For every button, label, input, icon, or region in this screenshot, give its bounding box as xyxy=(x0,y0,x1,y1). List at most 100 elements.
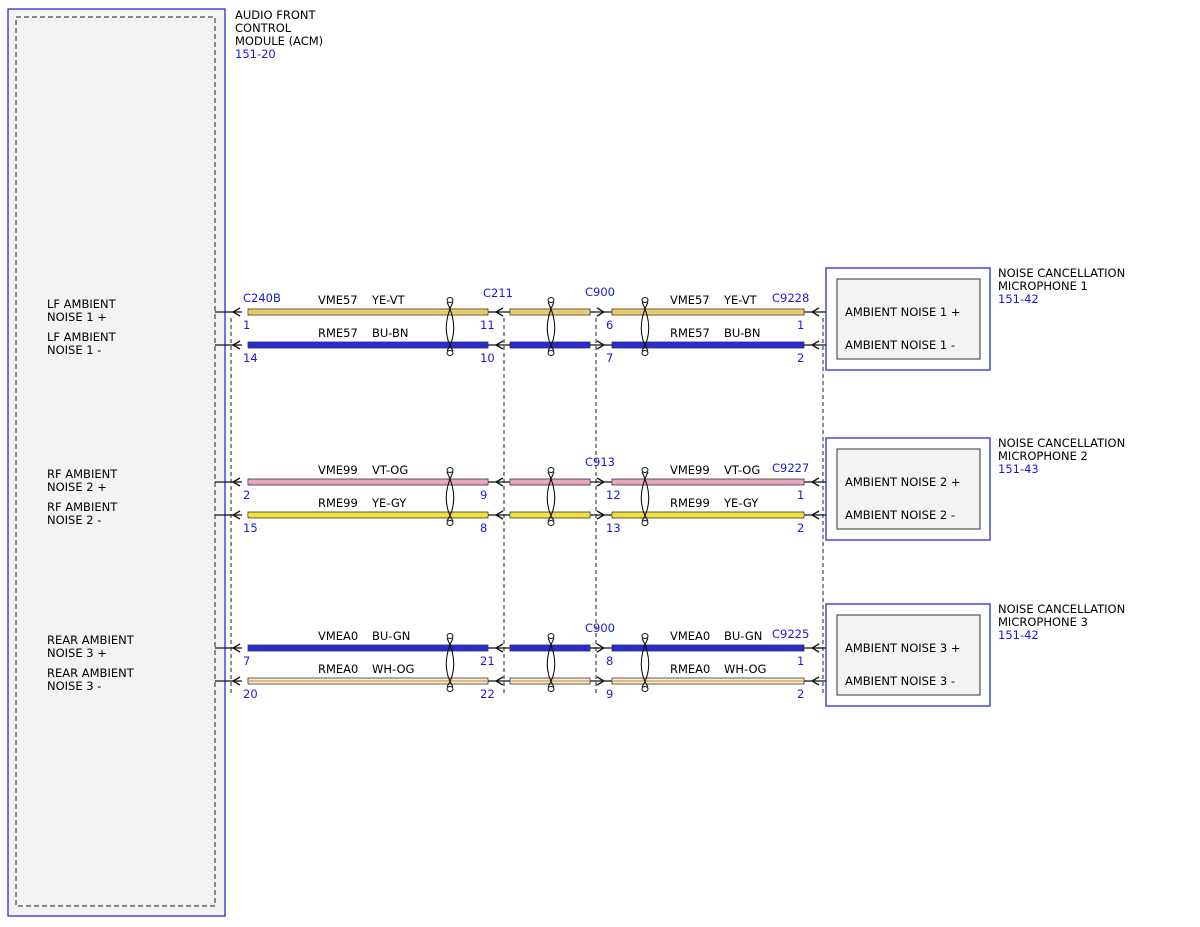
microphone-title-line: NOISE CANCELLATION xyxy=(998,602,1125,616)
microphone-inner-box xyxy=(836,278,981,360)
wire-color-label: BU-GN xyxy=(372,629,410,643)
microphone-title-line: NOISE CANCELLATION xyxy=(998,266,1125,280)
twist-icon xyxy=(446,297,454,303)
acm-signal-label: RF AMBIENT xyxy=(47,500,118,514)
acm-title-line: AUDIO FRONT xyxy=(235,8,316,22)
twist-icon xyxy=(547,301,556,352)
pin-arrow-icon xyxy=(810,510,820,520)
pin-number: 9 xyxy=(606,687,613,701)
pin-arrow-icon xyxy=(231,340,241,350)
wire-color-label: VT-OG xyxy=(724,463,760,477)
twist-icon xyxy=(446,471,455,522)
pin-arrow-icon xyxy=(810,477,820,487)
wire-color-label: BU-BN xyxy=(724,326,761,340)
acm-signal-label: NOISE 2 + xyxy=(47,480,107,494)
pin-number: 7 xyxy=(606,351,613,365)
twist-icon xyxy=(446,633,454,639)
wire-circuit-label: RME57 xyxy=(318,326,358,340)
twist-icon xyxy=(547,633,555,639)
twist-icon xyxy=(641,686,649,692)
pin-arrow-icon xyxy=(810,340,820,350)
twist-icon xyxy=(547,520,555,526)
pin-arrow-icon xyxy=(810,307,820,317)
pin-number: 10 xyxy=(480,351,495,365)
connector-label-c240b: C240B xyxy=(243,291,281,305)
wire-color-label: VT-OG xyxy=(372,463,408,477)
pin-number: 2 xyxy=(797,687,804,701)
twist-icon xyxy=(641,633,649,639)
wire-color-label: WH-OG xyxy=(724,662,766,676)
pin-number: 20 xyxy=(243,687,258,701)
wire-color-label: YE-GY xyxy=(723,496,759,510)
twist-icon xyxy=(641,471,650,522)
pin-arrow-icon xyxy=(810,676,820,686)
twist-icon xyxy=(547,637,556,688)
twist-icon xyxy=(446,350,454,356)
acm-module-box xyxy=(7,8,226,917)
wire-circuit-label: VME57 xyxy=(670,293,710,307)
connector-label-mic: C9227 xyxy=(772,461,809,475)
acm-signal-label: LF AMBIENT xyxy=(47,297,117,311)
connector-label-mid: C211 xyxy=(483,286,513,300)
twist-icon xyxy=(641,467,649,473)
twist-icon xyxy=(446,686,454,692)
microphone-pin-label: AMBIENT NOISE 1 - xyxy=(845,338,955,352)
acm-signal-label: RF AMBIENT xyxy=(47,467,118,481)
twist-icon xyxy=(640,301,649,352)
microphone-title-line: MICROPHONE 2 xyxy=(998,449,1088,463)
microphone-inner-box xyxy=(836,614,981,696)
connector-label-mic: C9225 xyxy=(772,627,809,641)
wire-circuit-label: RME99 xyxy=(670,496,710,510)
wire-circuit-label: VMEA0 xyxy=(670,629,710,643)
pin-number: 22 xyxy=(480,687,495,701)
microphone-title-line: MICROPHONE 3 xyxy=(998,615,1088,629)
pin-number: 9 xyxy=(480,488,487,502)
pin-number: 12 xyxy=(606,488,621,502)
connector-label-right: C900 xyxy=(585,621,615,635)
wire-color-label: YE-GY xyxy=(371,496,407,510)
pin-number: 7 xyxy=(243,654,250,668)
wire-circuit-label: RMEA0 xyxy=(318,662,358,676)
wire-circuit-label: VME99 xyxy=(318,463,358,477)
wire-color-label: YE-VT xyxy=(371,293,406,307)
pin-arrow-icon xyxy=(810,643,820,653)
twist-icon xyxy=(446,467,454,473)
microphone-inner-box xyxy=(836,448,981,530)
pin-number: 2 xyxy=(243,488,250,502)
acm-signal-label: NOISE 3 - xyxy=(47,679,101,693)
wire-color-label: YE-VT xyxy=(723,293,758,307)
twist-icon xyxy=(547,350,555,356)
twist-icon xyxy=(641,520,649,526)
pin-number: 15 xyxy=(243,521,258,535)
twist-icon xyxy=(640,471,649,522)
microphone-ref: 151-42 xyxy=(998,628,1039,642)
twist-icon xyxy=(641,350,649,356)
pin-number: 8 xyxy=(480,521,487,535)
microphone-pin-label: AMBIENT NOISE 3 - xyxy=(845,674,955,688)
pin-number: 1 xyxy=(797,654,804,668)
acm-signal-label: REAR AMBIENT xyxy=(47,633,135,647)
pin-arrow-icon xyxy=(231,477,241,487)
wire-color-label: BU-GN xyxy=(724,629,762,643)
microphone-pin-label: AMBIENT NOISE 3 + xyxy=(845,641,961,655)
twist-icon xyxy=(445,301,454,352)
wire-color-label: WH-OG xyxy=(372,662,414,676)
pin-number: 2 xyxy=(797,351,804,365)
twist-icon xyxy=(445,471,454,522)
wire-circuit-label: RMEA0 xyxy=(670,662,710,676)
pin-arrow-icon xyxy=(231,643,241,653)
pin-number: 1 xyxy=(797,488,804,502)
acm-title-line: CONTROL xyxy=(235,21,292,35)
acm-signal-label: LF AMBIENT xyxy=(47,330,117,344)
wire-color-label: BU-BN xyxy=(372,326,409,340)
connector-label-right: C913 xyxy=(585,455,615,469)
twist-icon xyxy=(547,467,555,473)
acm-signal-label: NOISE 3 + xyxy=(47,646,107,660)
wire-circuit-label: RME99 xyxy=(318,496,358,510)
twist-icon xyxy=(445,637,454,688)
pin-number: 13 xyxy=(606,521,621,535)
connector-label-right: C900 xyxy=(585,285,615,299)
microphone-title-line: MICROPHONE 1 xyxy=(998,279,1088,293)
twist-icon xyxy=(640,637,649,688)
